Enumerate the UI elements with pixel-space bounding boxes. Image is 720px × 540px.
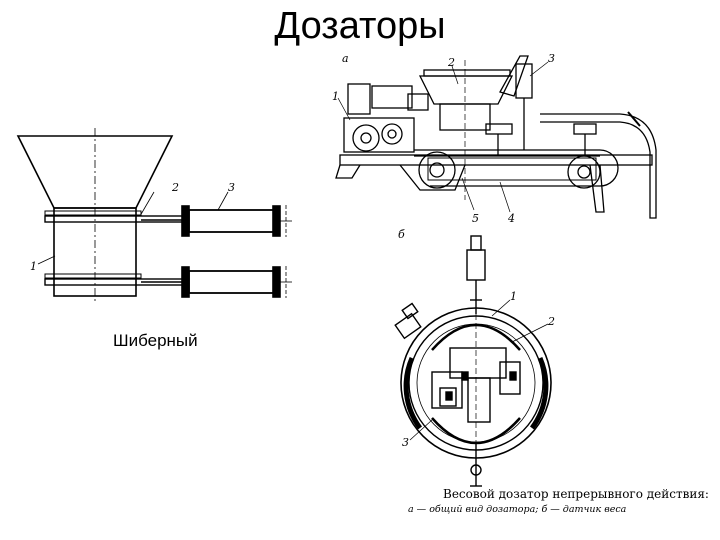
- left-label-1: 1: [30, 260, 37, 273]
- view-b-label-2: 2: [547, 315, 555, 328]
- view-b-label-1: 1: [510, 290, 517, 303]
- view-a-label-3: 3: [548, 52, 555, 65]
- dispenser-body: [53, 207, 137, 297]
- drive-gearbox: [343, 117, 415, 153]
- view-a-label-4: 4: [507, 212, 515, 225]
- view-a-label-1: 1: [332, 90, 339, 103]
- base-frame: [339, 154, 653, 166]
- view-b-label-3: 3: [402, 436, 409, 449]
- view-a-label-2: 2: [447, 56, 455, 69]
- upper-gate-plate: [44, 215, 186, 223]
- figure-caption-legend: а — общий вид дозатора; б — датчик веса: [408, 504, 627, 515]
- head-pulley: [418, 151, 456, 189]
- cable-connector: [394, 312, 422, 340]
- view-a-letter: а: [342, 52, 349, 65]
- weigh-feeder-general-view: [335, 55, 657, 219]
- figure-caption-title: Весовой дозатор непрерывного действия:: [443, 487, 709, 501]
- top-rod-head: [470, 235, 482, 251]
- left-label-3: 3: [228, 181, 235, 194]
- bottom-eye: [470, 464, 482, 476]
- feed-hopper: [418, 75, 514, 105]
- weight-sensor-section-view: [394, 235, 552, 487]
- view-b-letter: б: [398, 228, 405, 241]
- left-label-2: 2: [171, 181, 179, 194]
- slide-title: Дозаторы: [274, 5, 446, 47]
- gate-dispenser-drawing: [16, 128, 292, 302]
- drive-pulley: [352, 124, 380, 152]
- lower-actuator-cylinder: [188, 270, 276, 294]
- tail-pulley: [567, 155, 601, 189]
- conveyor-belt: [414, 149, 619, 187]
- upper-actuator-cylinder: [188, 209, 276, 233]
- gate-dispenser-caption: Шиберный: [113, 331, 198, 350]
- view-a-label-5: 5: [472, 212, 479, 225]
- inner-mechanism-block: [449, 347, 507, 379]
- discharge-chute: [540, 113, 657, 219]
